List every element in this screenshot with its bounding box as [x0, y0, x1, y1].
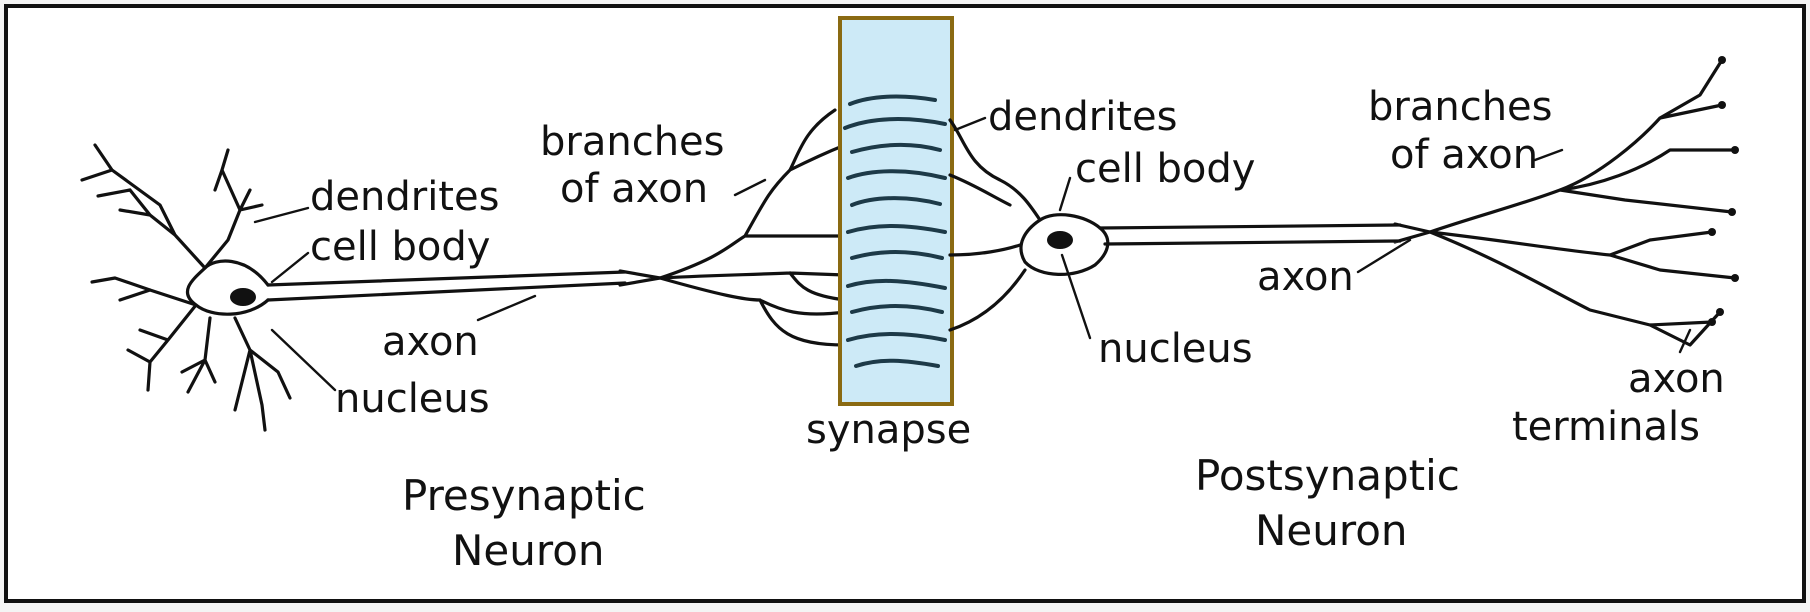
- label-presynaptic-cell-body: cell body: [310, 224, 490, 270]
- label-axon-terminals-line2: terminals: [1512, 404, 1700, 450]
- label-postsynaptic-dendrites: dendrites: [988, 94, 1177, 140]
- label-presynaptic-axon: axon: [382, 319, 479, 365]
- label-presynaptic-branches-line2: of axon: [560, 166, 708, 212]
- label-presynaptic-branches-line1: branches: [540, 119, 725, 165]
- label-presynaptic-dendrites: dendrites: [310, 174, 499, 220]
- title-postsynaptic-line2: Neuron: [1255, 506, 1408, 555]
- synapse-highlight-box: [840, 18, 952, 404]
- postsynaptic-nucleus-shape: [1047, 231, 1073, 249]
- label-postsynaptic-nucleus: nucleus: [1098, 326, 1253, 372]
- presynaptic-nucleus-shape: [230, 288, 256, 306]
- label-presynaptic-nucleus: nucleus: [335, 376, 490, 422]
- synapse-region: [840, 18, 952, 404]
- label-synapse: synapse: [806, 407, 971, 453]
- label-postsynaptic-branches-line2: of axon: [1390, 132, 1538, 178]
- label-axon-terminals-line1: axon: [1628, 356, 1725, 402]
- label-postsynaptic-axon: axon: [1257, 254, 1354, 300]
- label-postsynaptic-cell-body: cell body: [1075, 146, 1255, 192]
- title-postsynaptic-line1: Postsynaptic: [1195, 451, 1460, 500]
- title-presynaptic-line1: Presynaptic: [402, 471, 646, 520]
- title-presynaptic-line2: Neuron: [452, 526, 605, 575]
- label-postsynaptic-branches-line1: branches: [1368, 84, 1553, 130]
